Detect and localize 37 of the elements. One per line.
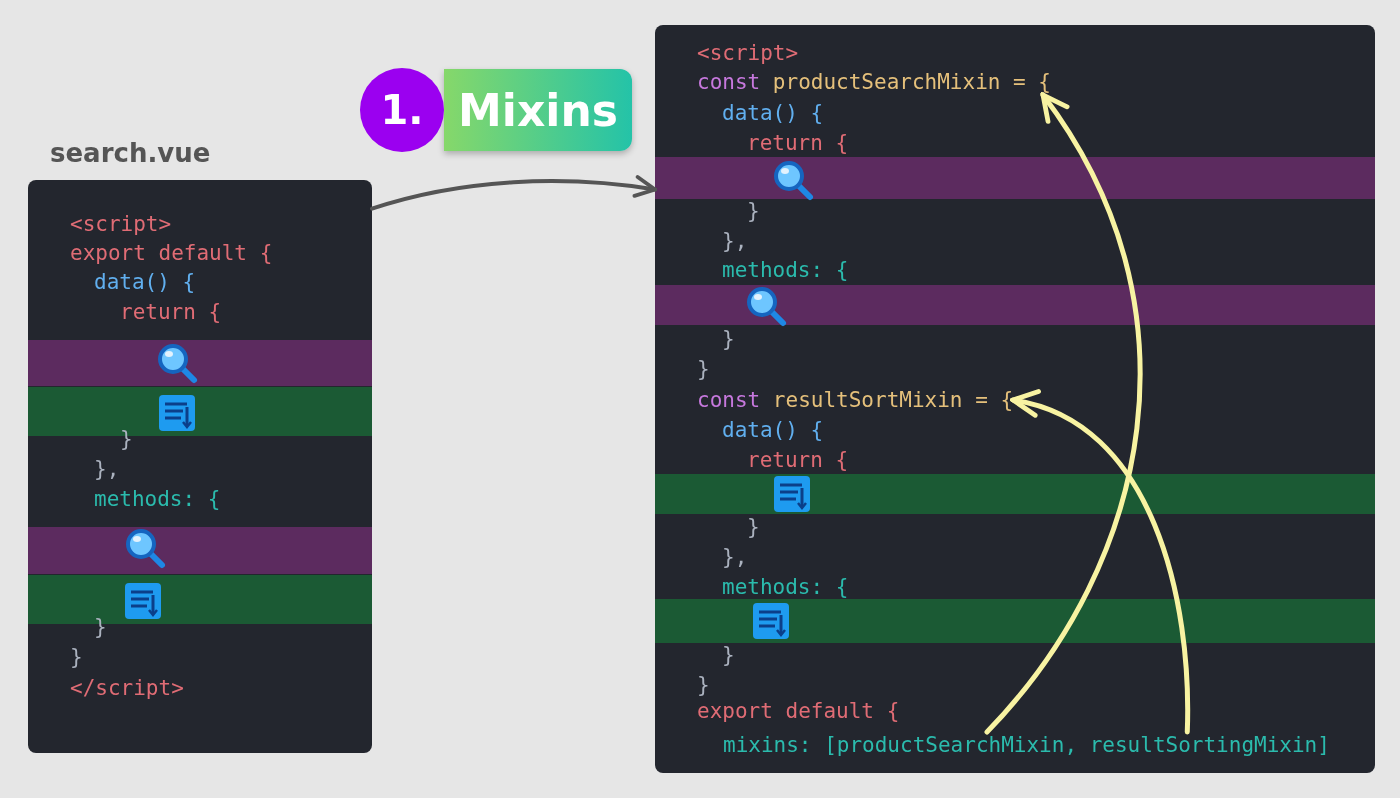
- code-line: methods: {: [94, 486, 221, 512]
- title-pill: Mixins: [444, 69, 632, 151]
- code-line: }: [120, 426, 133, 452]
- code-line: <script>: [70, 211, 172, 237]
- code-line: }: [697, 356, 710, 382]
- code-line: }: [747, 198, 760, 224]
- code-line: return {: [747, 447, 849, 473]
- code-line: return {: [747, 130, 849, 156]
- code-line: },: [94, 456, 120, 482]
- number-badge: 1.: [360, 68, 444, 152]
- code-line: export default {: [70, 240, 273, 266]
- code-line: <script>: [697, 40, 799, 66]
- code-line: </script>: [70, 675, 184, 701]
- code-line: data() {: [722, 417, 824, 443]
- code-line: },: [722, 544, 748, 570]
- code-line: }: [722, 642, 735, 668]
- code-line: methods: {: [722, 574, 849, 600]
- code-line: },: [722, 228, 748, 254]
- arrow: [370, 175, 657, 211]
- code-panel: [655, 25, 1375, 773]
- code-line: methods: {: [722, 257, 849, 283]
- code-line: }: [697, 672, 710, 698]
- code-line: }: [722, 326, 735, 352]
- code-line: }: [70, 644, 83, 670]
- file-name: search.vue: [50, 138, 211, 168]
- code-line: const productSearchMixin = {: [697, 69, 1051, 95]
- arrow: [984, 92, 1143, 735]
- code-line: data() {: [94, 269, 196, 295]
- code-line: }: [94, 614, 107, 640]
- code-line: }: [747, 514, 760, 540]
- code-line: data() {: [722, 100, 824, 126]
- code-line: const resultSortMixin = {: [697, 387, 1014, 413]
- code-line: export default {: [697, 698, 900, 724]
- code-line: mixins: [productSearchMixin, resultSortingMixin]: [723, 732, 1330, 758]
- arrow: [1010, 391, 1191, 735]
- code-panel: [28, 180, 372, 753]
- code-line: return {: [120, 299, 222, 325]
